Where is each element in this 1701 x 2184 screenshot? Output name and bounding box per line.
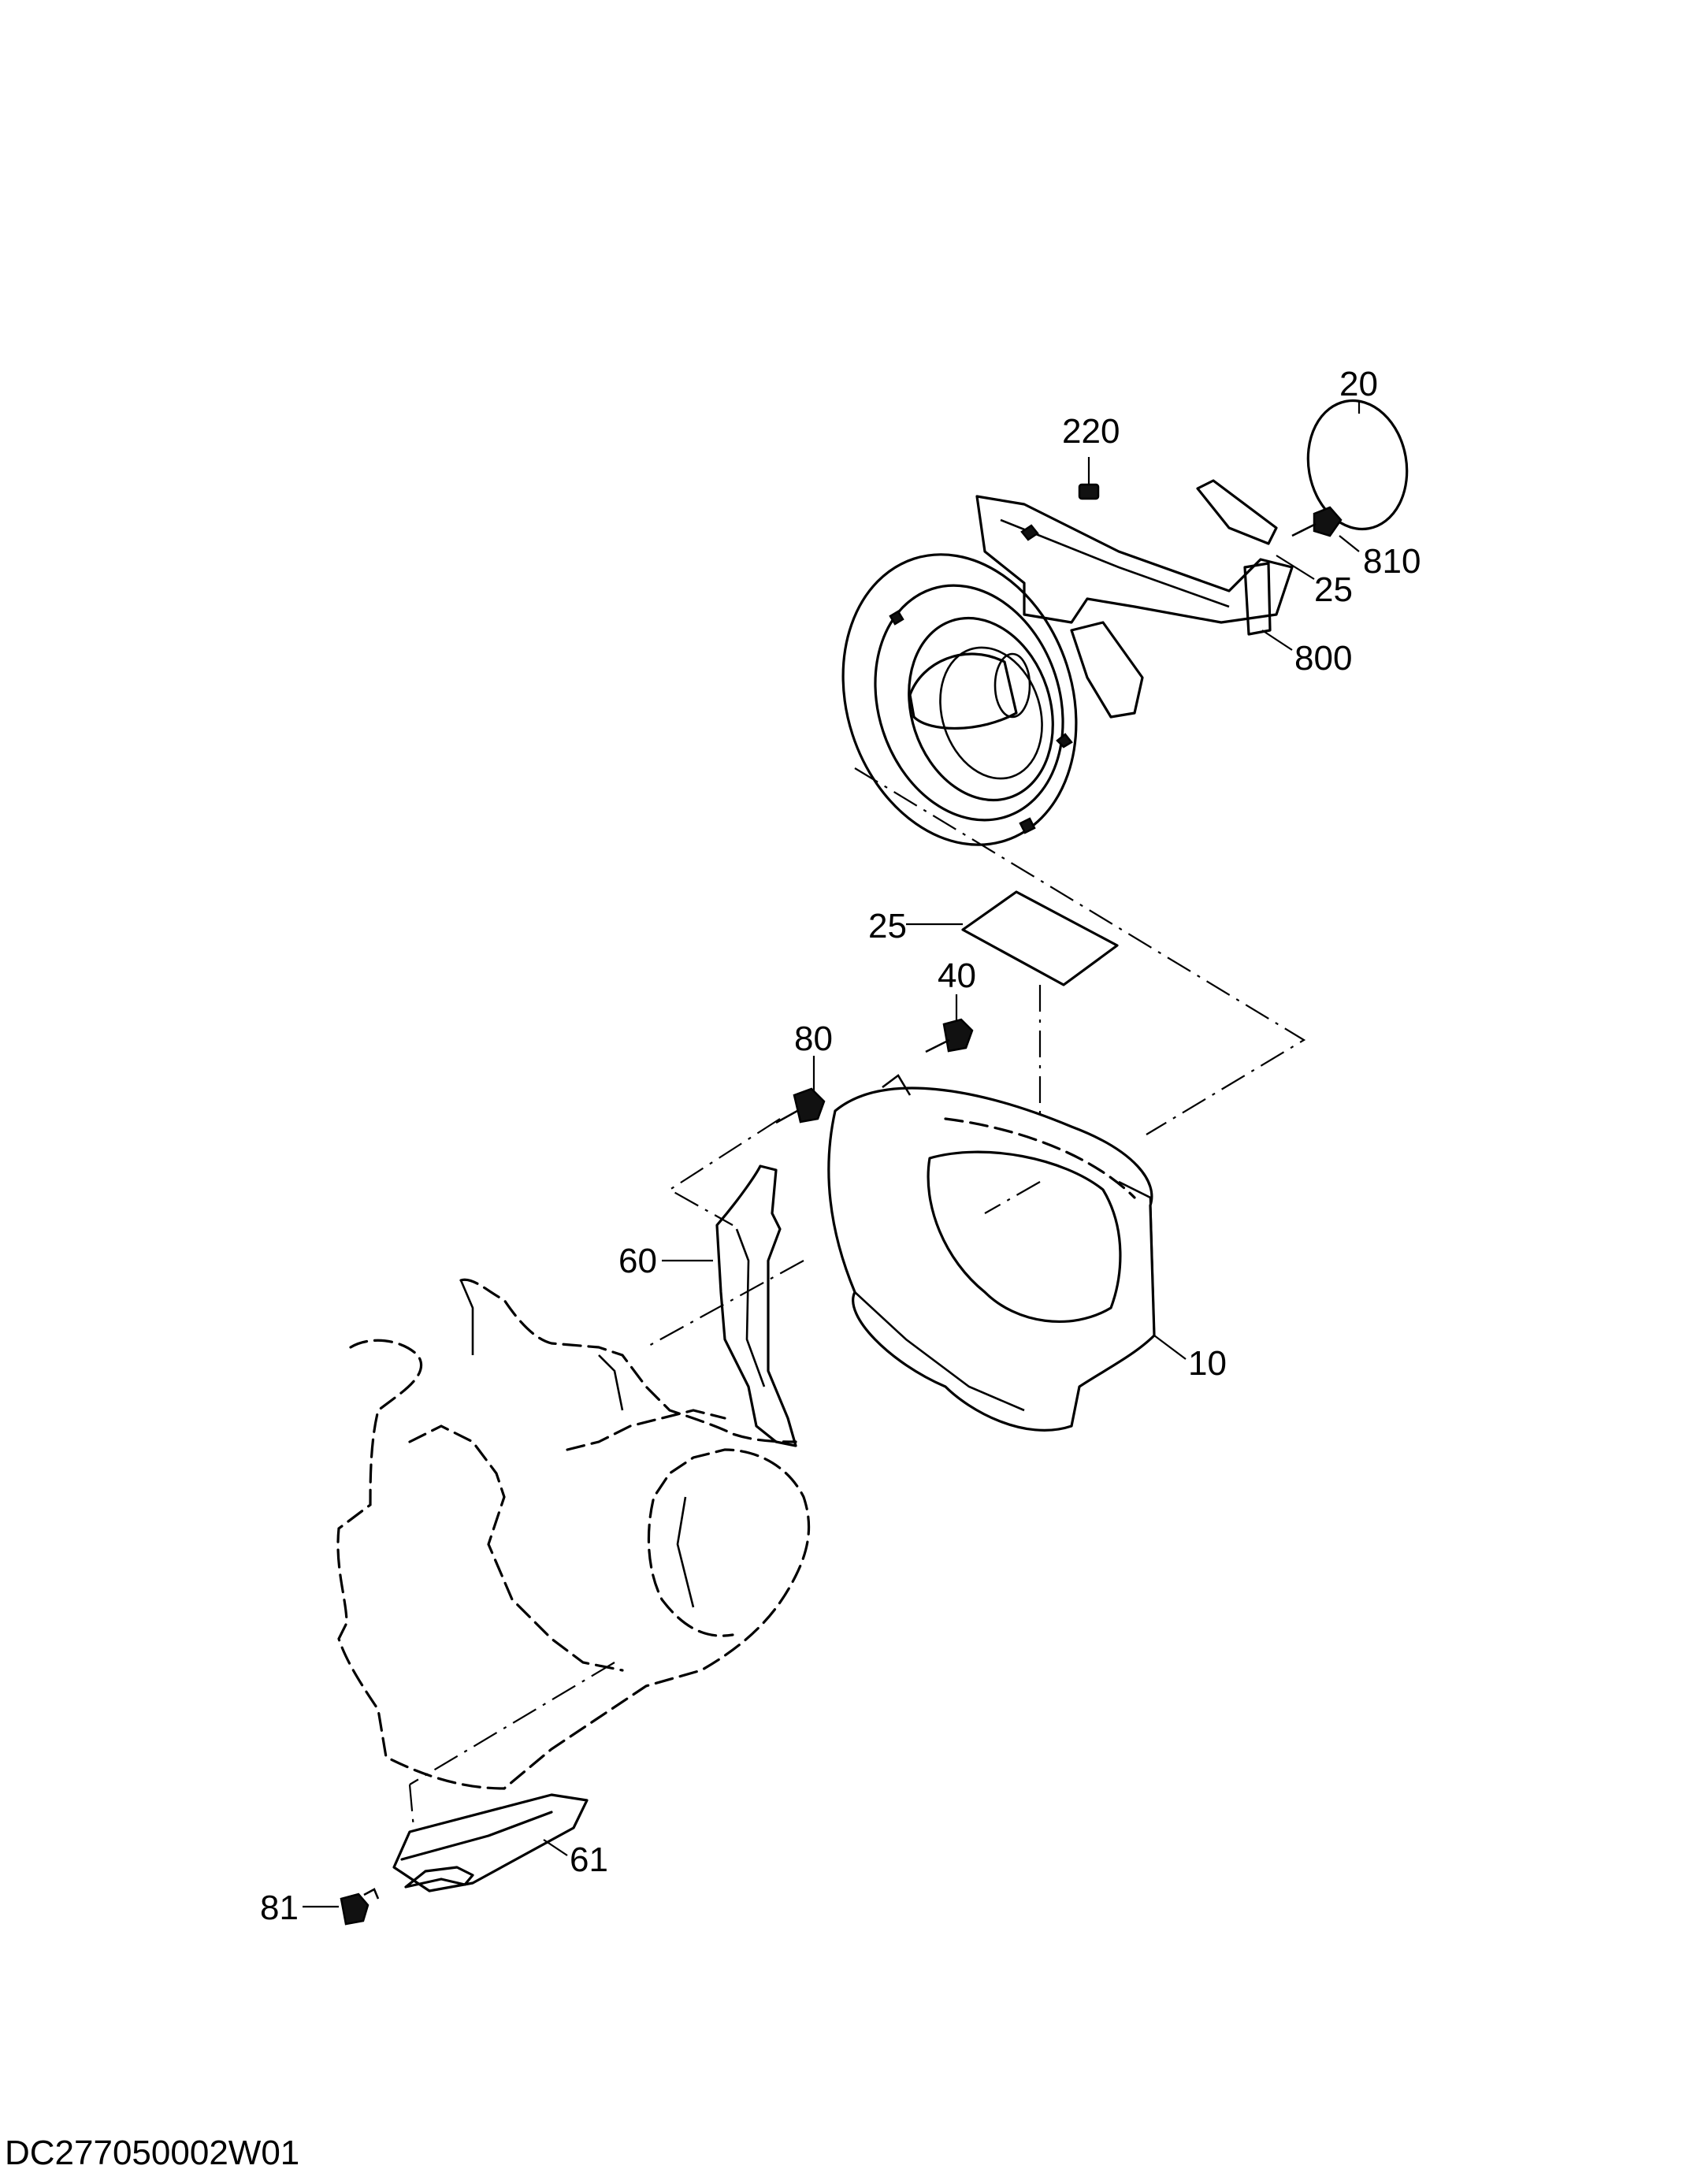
callout-10: 10 [1188,1344,1227,1383]
callout-810: 810 [1363,542,1421,581]
callout-60: 60 [618,1242,657,1280]
part-81-bolt [303,1888,380,1926]
part-60-bracket [662,1164,797,1447]
callout-40: 40 [938,956,976,995]
part-10-fan-shroud [827,1074,1187,1432]
assembly-lines [408,767,1306,1829]
callout-25-lower: 25 [868,907,907,945]
callout-20: 20 [1339,365,1378,403]
drawing-code: DC277050002W01 [5,2134,300,2172]
leader-25-upper [1276,555,1315,580]
part-810-bolt [1291,506,1360,552]
callout-61: 61 [570,1840,608,1879]
callout-80: 80 [794,1020,833,1058]
part-61-bracket [392,1793,589,1892]
callout-220: 220 [1062,412,1120,451]
part-25-plate [906,890,1119,986]
part-80-bolt [775,1056,826,1124]
part-220-bolt [1078,457,1100,500]
callout-800: 800 [1294,639,1352,678]
leader-800 [1261,630,1293,651]
engine-block [336,1278,811,1790]
part-40-bolt [925,994,974,1053]
callout-81: 81 [260,1889,299,1927]
callout-25-upper: 25 [1314,570,1353,609]
part-800-flywheel-housing [841,479,1294,846]
callout-labels: 20 220 810 25 800 25 40 80 60 10 61 81 [260,365,1421,1927]
part-20-gasket [1306,399,1409,531]
